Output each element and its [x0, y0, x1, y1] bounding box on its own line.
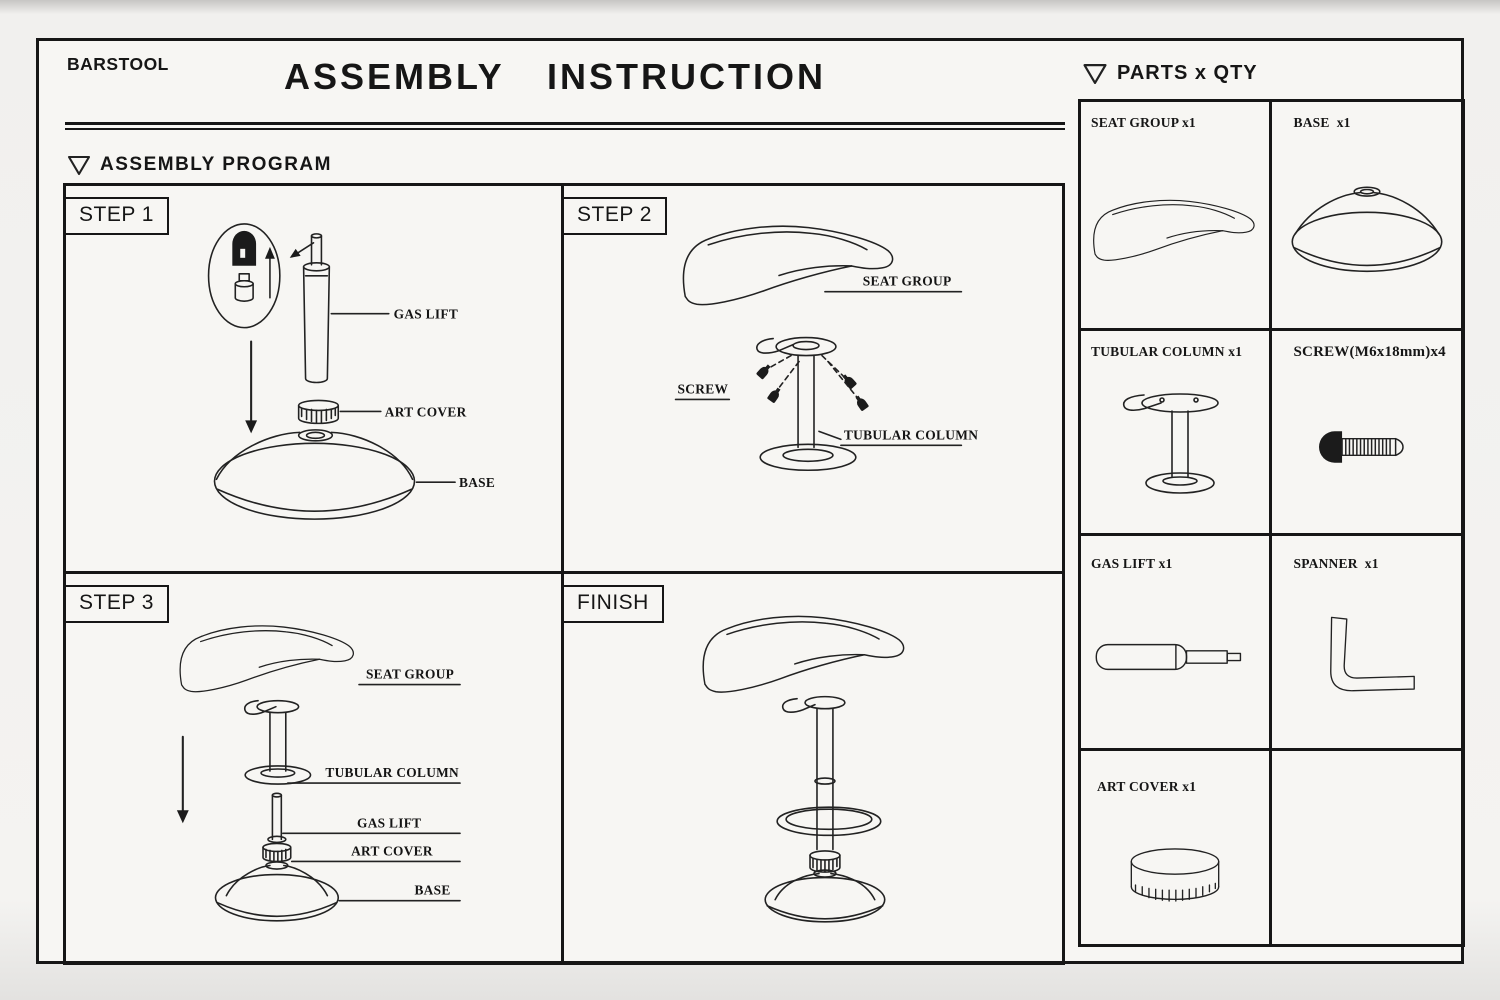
parts-cell-base: BASE x1 — [1271, 102, 1462, 331]
tubular-column-label: TUBULAR COLUMN — [325, 765, 459, 780]
assembly-program-header: ASSEMBLY PROGRAM — [67, 154, 332, 176]
step-1-callouts: GAS LIFT ART COVER BASE — [330, 307, 495, 490]
step-2-title: STEP 2 — [577, 203, 652, 226]
step-1-badge: STEP 1 — [66, 197, 169, 235]
spanner-part-icon — [1329, 616, 1415, 692]
balloon-pointer-arrow — [289, 242, 315, 258]
brand-title: BARSTOOL — [67, 54, 169, 74]
finish-title: FINISH — [577, 591, 649, 614]
step-1-title: STEP 1 — [79, 203, 154, 226]
parts-cell-screw: SCREW(M6x18mm)x4 — [1271, 331, 1462, 536]
down-arrow — [176, 735, 189, 824]
gas-lift-drawing — [302, 233, 331, 384]
step-3-title: STEP 3 — [79, 591, 154, 614]
parts-cell-empty — [1272, 751, 1463, 944]
assembly-program-label: ASSEMBLY PROGRAM — [100, 154, 332, 175]
parts-table: SEAT GROUP x1 BASE x1 — [1078, 99, 1465, 947]
down-triangle-icon — [1083, 64, 1107, 85]
parts-cell-seat-group: SEAT GROUP x1 — [1081, 102, 1272, 331]
step-2-callouts: SEAT GROUP SCREW TUBULAR COLUMN — [674, 274, 978, 447]
step-2-diagram: SEAT GROUP SCREW TUBULAR COLUMN — [674, 225, 978, 472]
art-cover-label: ART COVER — [385, 404, 467, 419]
title-divider — [65, 122, 1065, 130]
down-triangle-icon — [67, 155, 91, 176]
part-label-screw: SCREW(M6x18mm)x4 — [1293, 344, 1446, 360]
finished-barstool-drawing — [702, 615, 905, 923]
part-label-seat-group: SEAT GROUP x1 — [1091, 115, 1196, 130]
part-label-tubular-column: TUBULAR COLUMN x1 — [1091, 344, 1243, 359]
screws-drawing — [755, 354, 870, 412]
base-label: BASE — [459, 475, 495, 490]
step-3-panel: STEP 3 — [66, 574, 564, 962]
seat-group-label: SEAT GROUP — [366, 666, 454, 681]
gas-lift-part-icon — [1095, 643, 1241, 671]
seat-group-label: SEAT GROUP — [863, 274, 952, 289]
instruction-sheet: BARSTOOL ASSEMBLY INSTRUCTION ASSEMBLY P… — [36, 38, 1465, 965]
step-1-panel: STEP 1 — [66, 186, 564, 574]
finish-panel: FINISH — [564, 574, 1062, 962]
parts-cell-spanner: SPANNER x1 — [1271, 536, 1462, 751]
base-part-icon — [1291, 186, 1443, 273]
seat-group-part-icon — [1092, 199, 1255, 261]
parts-qty-label: PARTS x QTY — [1117, 62, 1258, 84]
down-arrow — [245, 340, 258, 434]
part-label-spanner: SPANNER x1 — [1293, 556, 1379, 571]
parts-qty-header: PARTS x QTY — [1082, 62, 1258, 85]
seat-group-drawing — [682, 225, 894, 306]
tubular-column-drawing — [756, 336, 857, 472]
tubular-column-label: TUBULAR COLUMN — [844, 427, 978, 442]
art-cover-part-icon — [1130, 848, 1220, 902]
tubular-column-part-icon — [1122, 393, 1219, 494]
gas-lift-label: GAS LIFT — [357, 815, 421, 830]
step-3-diagram: SEAT GROUP TUBULAR COLUMN GAS LIFT ART C… — [176, 625, 461, 922]
page-title: ASSEMBLY INSTRUCTION — [283, 56, 827, 97]
screw-label: SCREW — [678, 381, 729, 396]
part-label-base: BASE x1 — [1293, 115, 1351, 130]
finish-diagram — [702, 615, 905, 923]
seat-column-assembly-drawing — [179, 625, 354, 785]
part-label-gas-lift: GAS LIFT x1 — [1091, 556, 1173, 571]
detail-balloon — [207, 223, 281, 329]
step-1-diagram: GAS LIFT ART COVER BASE — [207, 223, 495, 520]
assembly-steps-grid: STEP 1 — [63, 183, 1065, 965]
base-label: BASE — [414, 883, 450, 898]
parts-cell-tubular-column: TUBULAR COLUMN x1 — [1081, 331, 1272, 536]
part-label-art-cover: ART COVER x1 — [1097, 779, 1197, 794]
finish-badge: FINISH — [564, 585, 664, 623]
art-cover-label: ART COVER — [351, 843, 433, 858]
art-cover-drawing — [297, 399, 340, 425]
step-2-panel: STEP 2 — [564, 186, 1062, 574]
step-3-callouts: SEAT GROUP TUBULAR COLUMN GAS LIFT ART C… — [282, 666, 461, 902]
step-2-badge: STEP 2 — [564, 197, 667, 235]
base-drawing — [213, 429, 416, 520]
screw-part-icon — [1318, 431, 1404, 463]
base-assembly-drawing — [214, 792, 340, 922]
parts-cell-art-cover: ART COVER x1 — [1081, 751, 1272, 944]
parts-cell-gas-lift: GAS LIFT x1 — [1081, 536, 1272, 751]
step-3-badge: STEP 3 — [66, 585, 169, 623]
gas-lift-label: GAS LIFT — [394, 307, 458, 322]
